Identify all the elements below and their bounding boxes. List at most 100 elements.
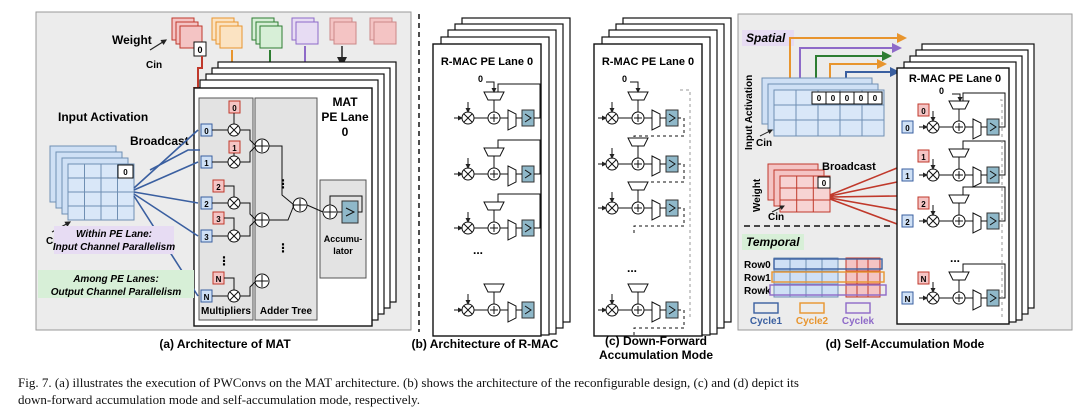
act-index-2: 2 (204, 200, 209, 209)
input-activation-tensor: 0 (49, 145, 135, 221)
panel-c: R-MAC PE Lane 0 0 ... (c) Down-Forward A… (593, 17, 732, 362)
temporal-grid (769, 257, 887, 298)
cycle-k-label: Cyclek (842, 316, 875, 327)
panel-d-broadcast-lines (829, 167, 898, 225)
panel-d-activation-cin-arrow (759, 129, 773, 137)
panel-d-w-index-1: 1 (921, 153, 926, 162)
rmac-stage (919, 140, 1006, 188)
panel-d-rmac-stages (919, 92, 1006, 320)
panel-c-rmac-stages (598, 81, 691, 338)
broadcast-lines (133, 129, 199, 297)
accumulator-label-2: lator (333, 246, 353, 256)
activation-zero-label: 0 (123, 168, 128, 177)
panel-b-lane-0-frame (432, 43, 542, 337)
panel-d-zero-row: 0 0 0 0 0 (811, 91, 883, 105)
panel-d-weight-zero: 0 (822, 179, 827, 188)
temporal-label: Temporal (746, 235, 800, 249)
panel-c-label-2: Accumulation Mode (599, 348, 713, 362)
panel-d-activation-tensor (761, 77, 885, 137)
spatial-highlight (742, 30, 794, 46)
accumulator-label-1: Accumu- (324, 234, 363, 244)
adder-dots-1: ⋮ (277, 177, 289, 191)
weight-index-0: 0 (232, 104, 237, 113)
panel-c-zero: 0 (622, 74, 627, 84)
input-activation-label: Input Activation (58, 110, 148, 124)
rmac-stage (454, 283, 535, 323)
panel-d-w-index-n: N (921, 275, 927, 284)
adder-tree-label: Adder Tree (260, 306, 313, 317)
adder-tree (240, 129, 308, 297)
panel-d-dots: ... (950, 251, 960, 265)
accumulator-register (341, 200, 359, 224)
rmac-stage (598, 283, 685, 338)
panel-d-weight-label: Weight (752, 178, 763, 212)
figure-caption-line-2: down-forward accumulation mode and self-… (18, 392, 421, 407)
accumulator-region (319, 179, 367, 279)
panel-d-weight-cin: Cin (768, 212, 784, 223)
multiplier-rows: 0 0 1 1 2 2 3 3 N N (200, 100, 241, 303)
panel-b-label: (b) Architecture of R-MAC (412, 337, 559, 351)
mat-label: MAT (332, 95, 358, 109)
rmac-stage (454, 139, 541, 187)
panel-d-weight-tensor: 0 (767, 163, 831, 213)
zero-1: 0 (831, 94, 836, 103)
panel-b-title: R-MAC PE Lane 0 (441, 56, 533, 68)
panel-d-top-zero: 0 (939, 86, 944, 96)
panel-d-weight-cin-arrow (771, 205, 785, 213)
weight-index-1: 1 (232, 144, 237, 153)
panel-d-a-index-2: 2 (905, 218, 910, 227)
weight-cin-label: Cin (146, 60, 162, 71)
rmac-stage (454, 83, 541, 131)
weight-tensor-purple (291, 17, 319, 45)
rmac-stage (598, 91, 685, 146)
weight-tensor-orange (211, 17, 243, 49)
input-channel-parallelism-label: Input Channel Parallelism (53, 242, 175, 253)
panel-a-label: (a) Architecture of MAT (159, 337, 291, 351)
among-pe-lanes-label: Among PE Lanes: (72, 274, 159, 285)
cycle-legend: Cycle1 Cycle2 Cyclek (750, 302, 875, 327)
act-index-n: N (204, 293, 210, 302)
among-highlight (38, 270, 194, 298)
panel-b-dots: ... (473, 243, 483, 257)
act-index-3: 3 (204, 233, 209, 242)
panel-c-lane-0-frame (593, 43, 703, 337)
zero-4: 0 (873, 94, 878, 103)
multipliers-label: Multipliers (201, 306, 251, 317)
adder-dots-2: ⋮ (277, 241, 289, 255)
rmac-stage (919, 186, 1006, 234)
act-index-1: 1 (204, 159, 209, 168)
weight-label: Weight (112, 33, 152, 47)
act-index-0: 0 (204, 127, 209, 136)
weight-zero-label: 0 (197, 45, 202, 55)
zero-0: 0 (817, 94, 822, 103)
spatial-arrow-orange (789, 33, 907, 85)
panel-d-a-index-0: 0 (905, 124, 910, 133)
broadcast-label: Broadcast (130, 134, 189, 148)
row-k-label: Rowk (744, 286, 771, 297)
multiplier-dots: ⋮ (218, 254, 230, 268)
temporal-highlight (742, 234, 804, 250)
zero-3: 0 (859, 94, 864, 103)
weight-tensor-pink (329, 17, 397, 45)
weight-tensor-green (251, 17, 283, 49)
panel-b-zero: 0 (478, 74, 483, 84)
rmac-stage (598, 137, 685, 192)
rmac-stage (454, 193, 541, 241)
zero-2: 0 (845, 94, 850, 103)
panel-c-dots: ... (627, 261, 637, 275)
spatial-label: Spatial (746, 31, 786, 45)
panel-d-a-index-1: 1 (905, 172, 910, 181)
weight-index-3: 3 (216, 215, 221, 224)
panel-d-w-index-2: 2 (921, 200, 926, 209)
panel-d-input-activation-label: Input Activation (744, 75, 755, 150)
panel-d-a-index-n: N (905, 295, 911, 304)
within-pe-lane-label: Within PE Lane: (76, 229, 152, 240)
panel-b-rmac-stages (454, 81, 541, 323)
panel-d: Spatial 0 0 0 0 0 Input Activation Cin (737, 13, 1073, 351)
cycle-1-label: Cycle1 (750, 316, 783, 327)
panel-d-w-index-0: 0 (921, 107, 926, 116)
panel-a: 0 Weight Cin (35, 11, 412, 351)
spatial-arrow-purple (799, 43, 902, 88)
pe-lane-label: PE Lane (321, 110, 369, 124)
